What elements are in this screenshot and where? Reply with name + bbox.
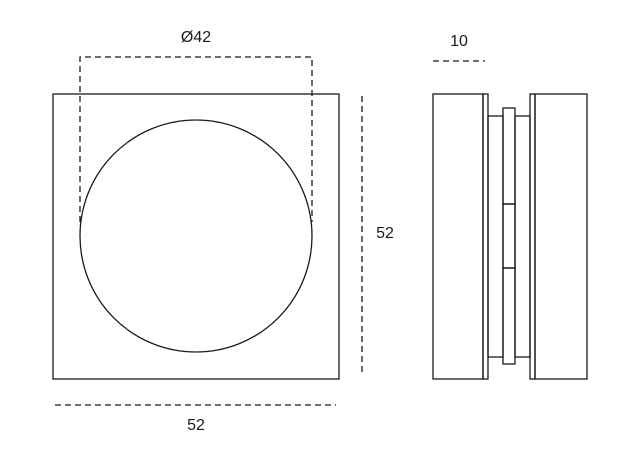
side-left-plate [432, 93, 484, 380]
front-view: Ø42 52 52 [52, 29, 394, 434]
side-right-stem [514, 115, 531, 358]
front-round-knob [79, 119, 313, 353]
side-width-label: 10 [450, 33, 468, 50]
side-view: 10 [432, 33, 588, 380]
side-right-plate [534, 93, 588, 380]
side-connector-middle [502, 203, 516, 269]
side-right-plate-edge [529, 93, 536, 380]
front-square-plate [52, 93, 340, 380]
side-left-plate-edge [482, 93, 489, 380]
width-label: 52 [187, 417, 205, 434]
diameter-label: Ø42 [181, 29, 211, 46]
height-label: 52 [376, 225, 394, 242]
side-left-stem [487, 115, 504, 358]
diameter-dimension-line [79, 56, 313, 222]
side-connector-bottom [502, 267, 516, 365]
side-connector-top [502, 107, 516, 205]
